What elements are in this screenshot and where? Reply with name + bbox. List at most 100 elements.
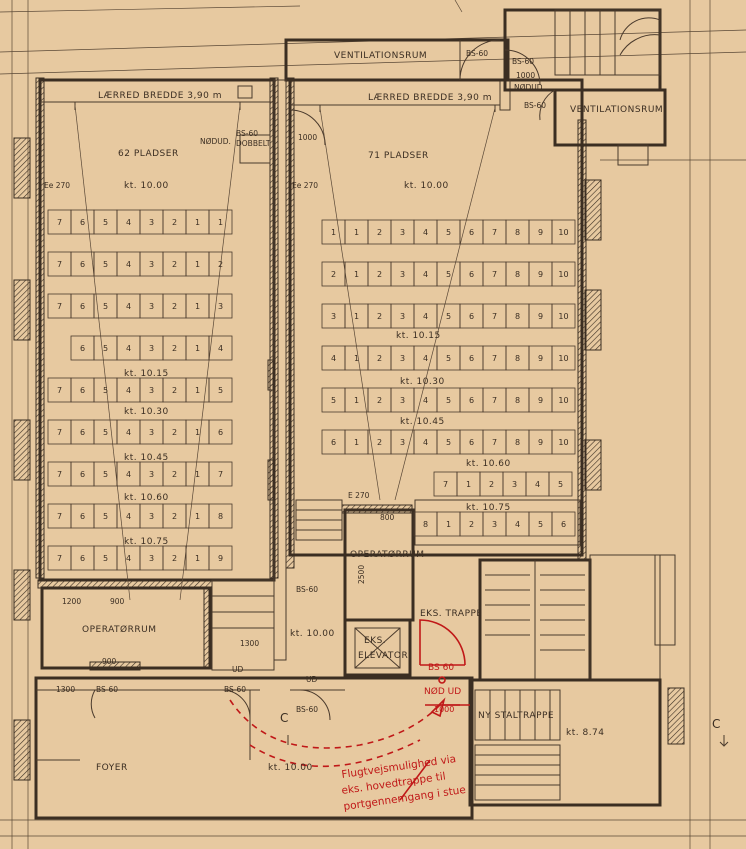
eks-trappe-label: EKS. TRAPPE <box>420 609 483 619</box>
seat-number: 2 <box>172 302 177 311</box>
ny-staltrappe-label: NY STALTRAPPE <box>478 711 554 721</box>
seat-number: 3 <box>331 312 336 321</box>
seat-number: 2 <box>469 520 474 529</box>
seat-number: 10 <box>558 438 568 447</box>
seat-number: 5 <box>446 270 451 279</box>
seat-number: 10 <box>558 354 568 363</box>
seat-number: 4 <box>423 270 428 279</box>
vent-top-label: VENTILATIONSRUM <box>334 51 427 61</box>
left-windows <box>13 137 685 781</box>
seat-number: 5 <box>558 480 563 489</box>
seat-number: 4 <box>218 344 223 353</box>
kt-1060-l: kt. 10.60 <box>124 493 169 503</box>
seat-number: 3 <box>400 354 405 363</box>
seat-number: 7 <box>57 554 62 563</box>
kt-right-top: kt. 10.00 <box>404 181 449 191</box>
seat-number: 7 <box>218 470 223 479</box>
red-nodud: NØD UD <box>424 686 461 697</box>
seat-number: 7 <box>492 270 497 279</box>
seat-number: 4 <box>331 354 336 363</box>
seat-cell <box>208 461 233 487</box>
center-partition <box>267 79 326 661</box>
seat-number: 6 <box>469 312 474 321</box>
kt-1075-l: kt. 10.75 <box>124 537 169 547</box>
seat-number: 1 <box>466 480 471 489</box>
seat-number: 5 <box>446 354 451 363</box>
bs60-right: BS-60 <box>524 101 546 110</box>
seat-number: 1 <box>195 260 200 269</box>
seat-number: 6 <box>80 218 85 227</box>
nodud-top-b: NØDUD. <box>514 83 545 92</box>
elevator <box>343 618 412 677</box>
seat-number: 5 <box>446 312 451 321</box>
seat-number: 2 <box>377 312 382 321</box>
seat-number: 8 <box>515 228 520 237</box>
seat-number: 5 <box>103 386 108 395</box>
seat-number: 6 <box>80 302 85 311</box>
ud-a: UD <box>232 665 243 674</box>
seat-number: 5 <box>538 520 543 529</box>
seat-number: 1 <box>446 520 451 529</box>
seat-number: 6 <box>469 438 474 447</box>
kt-874: kt. 8.74 <box>566 728 605 738</box>
seat-cell <box>208 545 233 571</box>
seat-number: 1 <box>195 428 200 437</box>
seat-number: 6 <box>80 512 85 521</box>
seat-number: 5 <box>446 228 451 237</box>
seat-number: 7 <box>492 396 497 405</box>
seat-number: 9 <box>538 396 543 405</box>
seat-number: 1 <box>354 438 359 447</box>
seat-number: 2 <box>489 480 494 489</box>
dim-1300-a: 1300 <box>56 685 75 694</box>
seat-number: 2 <box>377 396 382 405</box>
seat-number: 6 <box>80 554 85 563</box>
dim-1000-a: 1000 <box>516 71 535 80</box>
seat-number: 2 <box>172 428 177 437</box>
seat-number: 3 <box>149 554 154 563</box>
seat-number: 4 <box>126 428 131 437</box>
seat-cell <box>551 429 576 455</box>
seat-number: 1 <box>195 470 200 479</box>
seat-cell <box>551 303 576 329</box>
seat-number: 6 <box>331 438 336 447</box>
red-1000: 1000 <box>434 705 454 714</box>
ud-b: UD <box>306 675 317 684</box>
seat-number: 4 <box>126 554 131 563</box>
seat-cell <box>208 251 233 277</box>
seat-number: 1 <box>195 302 200 311</box>
bs60-top2: BS-60 <box>512 57 534 66</box>
seat-number: 6 <box>80 386 85 395</box>
seat-number: 7 <box>57 260 62 269</box>
seat-number: 8 <box>515 396 520 405</box>
seat-number: 7 <box>57 218 62 227</box>
seat-number: 7 <box>57 428 62 437</box>
seat-number: 3 <box>512 480 517 489</box>
seat-number: 2 <box>377 438 382 447</box>
seat-number: 3 <box>400 228 405 237</box>
escape-route-annotation <box>229 619 470 801</box>
seat-cell <box>551 511 576 537</box>
dim-900-a: 900 <box>110 597 125 606</box>
seat-number: 5 <box>218 386 223 395</box>
seat-number: 6 <box>469 396 474 405</box>
kt-1000-foyer: kt. 10.00 <box>268 763 313 773</box>
ventilation-rooms <box>284 8 667 166</box>
section-c-left: C <box>280 711 289 725</box>
seat-number: 10 <box>558 396 568 405</box>
seat-number: 1 <box>331 228 336 237</box>
seat-number: 8 <box>218 512 223 521</box>
seat-cell <box>208 503 233 529</box>
seat-number: 9 <box>538 438 543 447</box>
screen-left-label: LÆRRED BREDDE 3,90 m <box>98 91 222 101</box>
bs60-top: BS-60 <box>466 49 488 58</box>
seat-number: 7 <box>57 302 62 311</box>
seat-cell <box>551 345 576 371</box>
section-markers <box>287 735 729 747</box>
seat-number: 7 <box>57 386 62 395</box>
seat-number: 3 <box>149 344 154 353</box>
dim-2500: 2500 <box>357 565 366 584</box>
seat-number: 3 <box>149 218 154 227</box>
seat-number: 2 <box>172 512 177 521</box>
seat-number: 7 <box>492 354 497 363</box>
